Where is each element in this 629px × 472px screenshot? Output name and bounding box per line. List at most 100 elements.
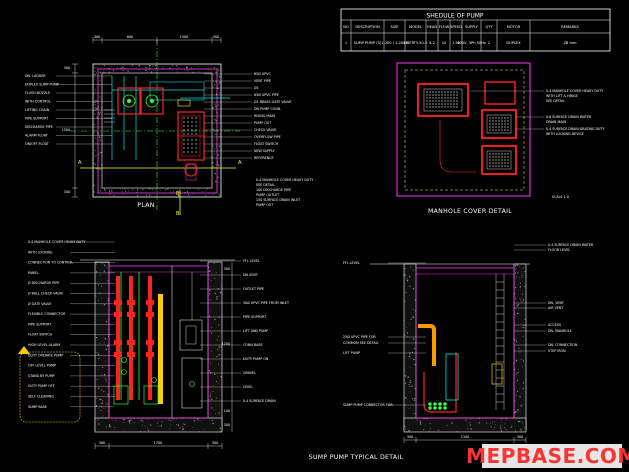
section-left-right-label-10: 0.4 SURFACE DRAIN [243, 399, 276, 403]
section-right-right-label-1: FLOOR LEVEL [548, 248, 570, 252]
watermark-background [482, 444, 622, 468]
valve [114, 352, 122, 357]
section-left-right-label-6: CONN BASE [243, 343, 263, 347]
section-right-dim-2: 300 [517, 435, 523, 439]
section-left-label-6: Ø GATE VALVE [28, 301, 51, 306]
valve [127, 340, 135, 345]
plan-label-bottom-3: PUMP OUTLET [256, 193, 280, 197]
manhole-label-0: 0.4 MANHOLE COVER HEAVY DUTY [546, 89, 604, 93]
valve [127, 312, 135, 317]
plan-label-bottom-4: 150 SURFACE DRAIN INLET [256, 198, 301, 202]
schedule-cell-10: ZB mm [563, 41, 577, 45]
plan-label-left-2: FLUSH NOZZLE [25, 91, 50, 95]
section-right-right-label-0: 0.4 SURFACE DRAIN WATER [548, 243, 594, 247]
section-left-label-10: HIGH LEVEL ALARM [28, 343, 60, 347]
plan-dim-top-1: 600 [127, 35, 133, 39]
section-left-level-1: 1200 [222, 342, 230, 346]
pump-schedule-table: SHEDULE OF PUMP NO DESCRIPTION SIZE MODEL HE… [340, 8, 611, 52]
schedule-header-8: QTY [485, 25, 493, 29]
section-left-right-label-5: LIFT AND PUMP [243, 329, 268, 333]
section-left-label-12: OFF LEVEL PUMP [28, 364, 56, 368]
plan-label-left-7: ALARM FLOAT [25, 134, 49, 138]
plan-label-right-3: 65Ø UPVC PIPE [254, 92, 279, 97]
plan-label-right-1: VENT PIPE [254, 79, 271, 83]
schedule-cell-3: LIBERTY-50-2 [404, 41, 427, 45]
section-right-right-label-3: AIR VENT [548, 306, 564, 310]
schedule-cell-6: 1.55 [452, 41, 460, 45]
manhole-label-6: WITH LOCKING DEVICE [546, 132, 584, 136]
plan-dim-top-2: 1500 [180, 35, 188, 39]
plan-label-right-6: RISING MAIN [254, 114, 275, 118]
section-left-right-label-8: GRAVEL [243, 371, 256, 375]
schedule-cell-1: SUMP PUMP (S) [354, 41, 382, 45]
section-right-left-label-0: FFL LEVEL [343, 261, 360, 265]
plan-label-right-0: 65Ø UPVC [254, 71, 271, 76]
valve [146, 300, 154, 305]
plan-label-bottom-0: 0.4 MANHOLE COVER HEAVY DUTY [256, 178, 314, 182]
section-left-level-3: 300 [224, 423, 230, 427]
plan-title: PLAN [137, 202, 154, 209]
schedule-header-9: MOTOR [507, 25, 521, 29]
valve [127, 352, 135, 357]
section-left-dim-2: 300 [212, 441, 218, 445]
plan-section-marker-a-left: A [78, 160, 82, 166]
section-left-right-label-0: FFL LEVEL [243, 259, 260, 263]
section-left-label-0: 0.4 MANHOLE COVER HEAVY DUTY [28, 240, 86, 244]
plan-label-right-8: CHECK VALVE [254, 128, 277, 132]
section-left-label-14: DUTY PUMP OFF [28, 384, 55, 388]
schedule-cell-8: 2 [488, 41, 490, 45]
mepbase-watermark: MEPBASE.COM [466, 444, 629, 468]
section-left-label-15: SELF CLEANING [28, 395, 54, 399]
plan-label-bottom-5: PUMP OUT [256, 203, 274, 207]
plan-dim-top-0: 300 [94, 35, 100, 39]
plan-label-left-0: DN. LADDER [25, 74, 46, 78]
valve [146, 340, 154, 345]
schedule-header-10: REMARKS [561, 25, 579, 29]
manhole-cover-detail-title: MANHOLE COVER DETAIL [428, 208, 512, 215]
section-right-left-label-2: COMMON SEE DETAIL [343, 341, 379, 345]
manhole-label-1: WITH LIFT & HINGE [546, 94, 578, 98]
manhole-label-5: 0.4 SURFACE DRAIN GRATING DUTY [546, 127, 605, 131]
plan-section-marker-a-right: A [238, 160, 242, 166]
valve [127, 300, 135, 305]
plan-label-right-4: Ø1 BRASS GATE VALVE [254, 99, 291, 104]
schedule-header-3: MODEL [409, 25, 422, 29]
section-right-dim-1: 1300 [461, 435, 469, 439]
plan-dim-top-3: 300 [213, 35, 219, 39]
valve [114, 340, 122, 345]
section-left-label-16: SUMP BASE [28, 405, 47, 409]
schedule-header-1: DESCRIPTION [355, 25, 380, 29]
plan-label-left-4: LIFTING CHAIN [25, 108, 50, 112]
section-left-label-13: STAND BY PUMP [28, 374, 55, 378]
schedule-cell-0: 1 [345, 41, 347, 45]
section-left-label-11: DUTY OPERATE PUMP [28, 353, 63, 357]
schedule-header-6: SPEED [450, 25, 462, 29]
section-right-left-label-3: LIFT PUMP [343, 351, 360, 355]
section-left-right-label-1: DN VENT [243, 273, 259, 277]
section-right-right-label-5: DN. MANHOLE [548, 329, 572, 333]
plan-label-right-12: REFERENCE [254, 156, 274, 160]
plan-label-left-1: DUPLEX SUMP PUMP [25, 83, 59, 87]
schedule-header-2: SIZE [390, 25, 399, 29]
plan-label-right-7: PUMP OUT [254, 121, 272, 125]
schedule-header-4: HEAD [427, 25, 437, 29]
plan-label-bottom-2: 100 DISCHARGE PIPE [256, 188, 291, 192]
plan-section-marker-b-top: B [176, 191, 180, 197]
section-left-level-0: 300 [224, 267, 230, 271]
schedule-header-0: NO [343, 25, 349, 29]
section-right-dim-0: 300 [407, 435, 413, 439]
section-right-right-label-4: ACCESS [548, 323, 561, 327]
schedule-header-7: SUPPLY [465, 25, 479, 29]
section-right-right-label-7: STEP IRON [548, 349, 566, 353]
plan-label-right-9: OVERFLOW PIPE [254, 135, 281, 139]
plan-label-bottom-1: SEE DETAIL [256, 183, 275, 187]
section-left-right-label-2: OUTLET PIPE [243, 287, 264, 291]
pump-schedule-title: SHEDULE OF PUMP [426, 13, 483, 20]
section-left-level-2: 100 [224, 409, 230, 413]
plan-label-left-6: DISCHARGE PIPE [25, 125, 53, 129]
